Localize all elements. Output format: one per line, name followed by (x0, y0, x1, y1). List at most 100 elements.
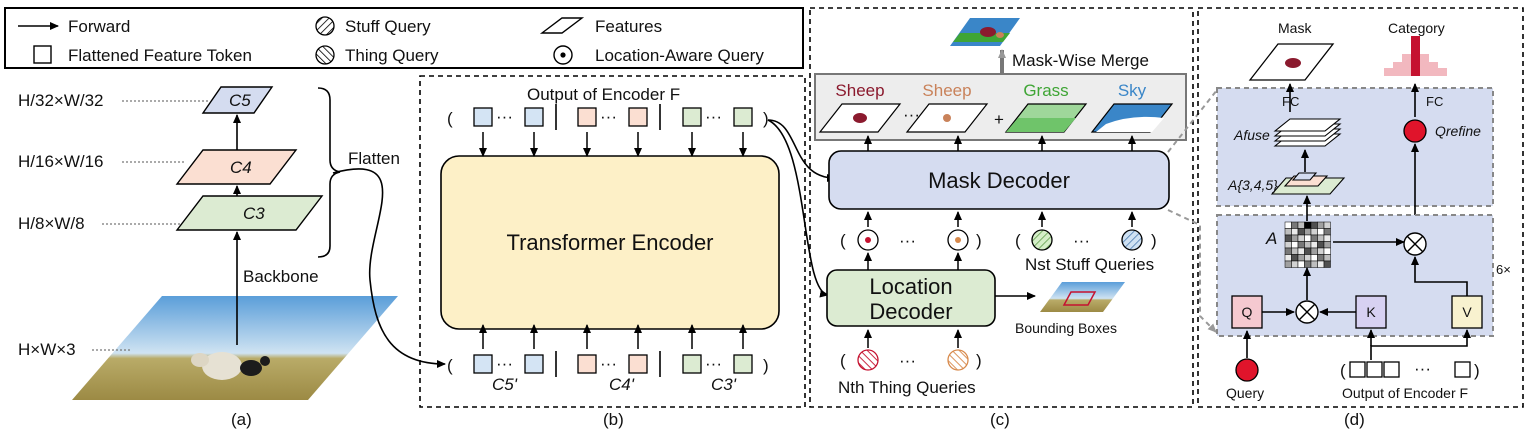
matrix-cell (1297, 228, 1305, 236)
histogram-bar (1420, 54, 1429, 76)
svg-text:): ) (1151, 231, 1157, 250)
c3-prime-label: C3' (711, 375, 737, 394)
encoder-input-tokens: ()········· (447, 324, 769, 377)
attention-block (1216, 214, 1494, 337)
matrix-cell (1323, 241, 1331, 249)
svg-text:···: ··· (496, 107, 513, 126)
dim-c3: H/8×W/8 (18, 214, 85, 233)
feature-c4 (175, 149, 298, 185)
token (577, 354, 597, 374)
a-345-label: A{3,4,5} (1227, 177, 1278, 193)
c5-prime-label: C5' (492, 375, 518, 394)
refine-block (1216, 87, 1494, 207)
svg-text:(: ( (840, 351, 846, 370)
legend: Forward Flattened Feature Token Stuff Qu… (4, 7, 804, 69)
multiply-node-top (1403, 232, 1427, 256)
histogram-bar (1429, 62, 1438, 76)
matrix-cell (1291, 228, 1299, 236)
matrix-cell (1291, 221, 1299, 229)
feature-c3 (175, 195, 324, 231)
panel-b-frame (419, 75, 806, 408)
mask-title: Mask (1278, 20, 1312, 36)
input-image (72, 296, 398, 400)
token (524, 107, 544, 127)
q-refine-label: Qrefine (1435, 123, 1481, 139)
legend-thing: Thing Query (345, 46, 439, 65)
matrix-cell (1304, 234, 1312, 242)
dim-c4: H/16×W/16 (18, 152, 104, 171)
matrix-cell (1304, 254, 1312, 262)
svg-text:(: ( (447, 356, 453, 375)
token (682, 354, 702, 374)
mask-class-label: Sheep (835, 81, 884, 100)
feature-c5 (201, 86, 274, 114)
svg-text:···: ··· (705, 107, 722, 126)
histogram-bar (1402, 54, 1411, 76)
svg-text:···: ··· (705, 354, 722, 373)
encoder-output-label: Output of Encoder F (527, 85, 680, 104)
legend-stuff: Stuff Query (345, 17, 431, 36)
matrix-cell (1317, 228, 1325, 236)
matrix-cell (1297, 234, 1305, 242)
svg-text:(: ( (447, 109, 453, 128)
location-decoder-label-2: Decoder (869, 299, 952, 324)
stuff-query-icon (315, 16, 335, 36)
matrix-cell (1310, 228, 1318, 236)
svg-text:···: ··· (899, 231, 916, 250)
matrix-cell (1323, 247, 1331, 255)
matrix-cell (1310, 254, 1318, 262)
panel-b: Output of Encoder F Transformer Encoder … (419, 75, 806, 429)
stuff-queries-label: Nst Stuff Queries (1025, 255, 1154, 274)
svg-text:(: ( (1340, 361, 1346, 380)
matrix-cell (1291, 254, 1299, 262)
c3-label: C3 (243, 204, 265, 223)
k-box (1355, 295, 1387, 329)
transformer-encoder-box (440, 155, 780, 330)
panel-c-frame (809, 7, 1194, 408)
location-decoder-label-1: Location (869, 274, 952, 299)
matrix-cell (1310, 234, 1318, 242)
c5-label: C5 (229, 91, 251, 110)
caption-a: (a) (231, 410, 252, 429)
matrix-cell (1317, 221, 1325, 229)
histogram-bar (1438, 68, 1447, 76)
matrix-cell (1291, 247, 1299, 255)
location-decoder-box (826, 269, 996, 327)
matrix-cell (1304, 228, 1312, 236)
transformer-encoder-label: Transformer Encoder (506, 230, 713, 255)
stuff-query-2 (1121, 229, 1143, 251)
token (628, 107, 648, 127)
matrix-cell (1310, 247, 1318, 255)
encoder-to-mask-decoder-arrow (767, 119, 836, 182)
matrix-cell (1317, 254, 1325, 262)
multiply-node-bottom (1295, 300, 1319, 324)
matrix-cell (1291, 260, 1299, 268)
k-label: K (1366, 304, 1376, 320)
category-histogram (1384, 36, 1447, 76)
stuff-query-1 (1031, 229, 1053, 251)
panel-a: C3 C4 C5 Backbone H/32×W/32 H/16×W/16 H/… (18, 86, 400, 429)
caption-c: (c) (990, 410, 1010, 429)
thing-query-icon (315, 45, 335, 65)
mask-class-label: Grass (1023, 81, 1068, 100)
histogram-bar (1384, 68, 1393, 76)
mask-class-label: Sky (1118, 81, 1147, 100)
bounding-boxes-label: Bounding Boxes (1015, 320, 1117, 336)
matrix-cell (1297, 260, 1305, 268)
svg-text:(: ( (1015, 231, 1021, 250)
q-label: Q (1242, 304, 1253, 320)
svg-text:···: ··· (899, 351, 916, 370)
svg-text:): ) (976, 351, 982, 370)
features-parallelogram-icon (539, 17, 585, 34)
fc-label-2: FC (1426, 94, 1443, 109)
matrix-cell (1310, 260, 1318, 268)
matrix-cell (1323, 221, 1331, 229)
matrix-cell (1284, 234, 1292, 242)
encoder-output-label-d: Output of Encoder F (1342, 385, 1468, 401)
svg-text:(: ( (840, 231, 846, 250)
query-node (1235, 358, 1259, 382)
flatten-label: Flatten (348, 149, 400, 168)
q-refine-node (1403, 119, 1427, 143)
mask-decoder-label: Mask Decoder (928, 168, 1070, 193)
